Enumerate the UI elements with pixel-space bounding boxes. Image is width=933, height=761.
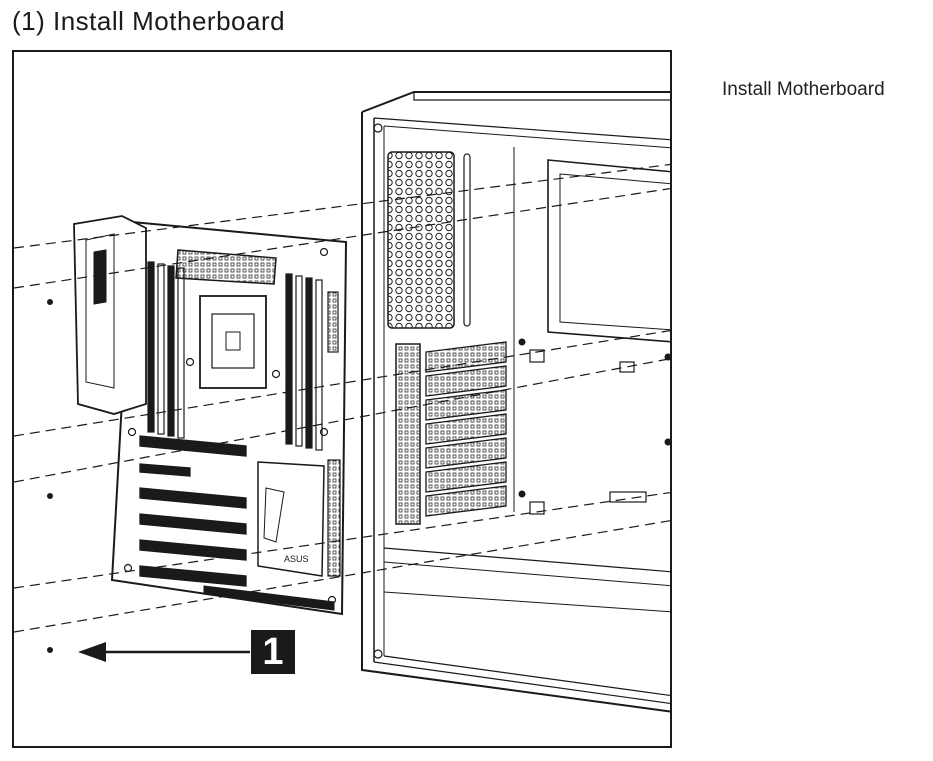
installation-diagram: ASUS — [14, 91, 670, 713]
board-logo: ASUS — [284, 554, 309, 564]
io-shroud — [73, 215, 147, 415]
screws — [47, 299, 53, 653]
vrm-heatsink — [175, 249, 277, 285]
expansion-slots — [425, 341, 507, 517]
chipset-heatsink — [257, 461, 325, 577]
page-title: (1) Install Motherboard — [12, 6, 286, 36]
dimm-slots — [147, 261, 323, 451]
pcie-slots — [139, 435, 247, 587]
case-top-edge — [361, 91, 670, 113]
side-caption: Install Motherboard — [722, 79, 885, 100]
fan-vent-grille — [387, 151, 455, 329]
cpu-socket — [199, 295, 267, 389]
installation-figure: ASUS — [12, 50, 672, 748]
case-side-panel — [361, 112, 670, 713]
pc-case — [361, 91, 670, 713]
step-number-badge: 1 — [251, 630, 295, 674]
direction-arrow — [78, 642, 250, 662]
motherboard: ASUS — [73, 215, 348, 616]
case-window — [547, 159, 670, 343]
